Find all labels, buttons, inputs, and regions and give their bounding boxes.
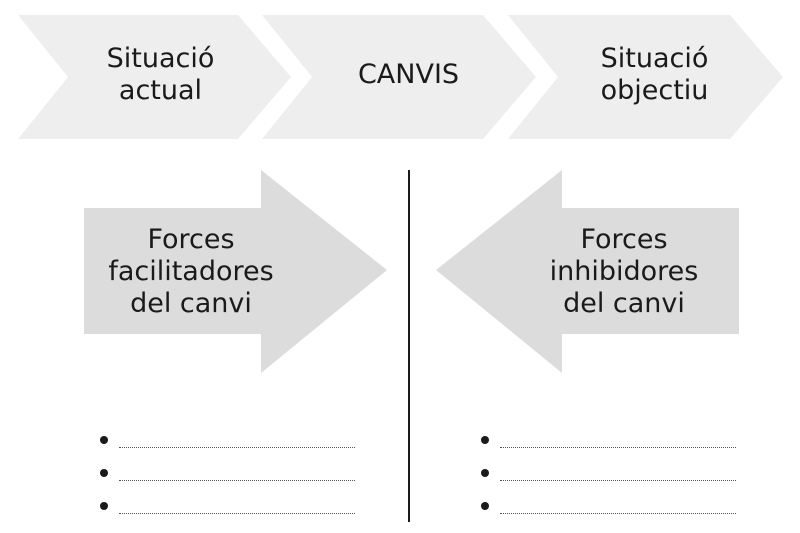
bullet-icon (481, 468, 489, 477)
bullet-icon (100, 501, 108, 510)
force-label-line: Forces (580, 224, 668, 255)
step-label-line: actual (118, 75, 203, 106)
force-label-line: Forces (147, 224, 235, 255)
inhibiting-forces-label: Forces inhibidores del canvi (519, 222, 729, 322)
step-label-line: Situació (600, 43, 709, 74)
arrow-inhibiting-forces (436, 170, 739, 373)
dotted-blank-line (119, 437, 355, 448)
step-label-line: Situació (106, 43, 215, 74)
dotted-blank-line (119, 503, 355, 514)
arrow-facilitating-forces (84, 170, 387, 373)
chevron-step-changes (262, 15, 536, 139)
force-label-line: del canvi (563, 288, 685, 319)
bullet-icon (481, 435, 489, 444)
list-item (481, 423, 736, 456)
list-item (100, 456, 355, 489)
list-item (481, 456, 736, 489)
step-label-changes: CANVIS (312, 40, 505, 110)
facilitating-forces-list (100, 423, 355, 522)
list-item (100, 423, 355, 456)
step-label-line: CANVIS (357, 59, 460, 90)
bullet-icon (100, 435, 108, 444)
dotted-blank-line (500, 503, 736, 514)
bullet-icon (100, 468, 108, 477)
dotted-blank-line (500, 470, 736, 481)
dotted-blank-line (500, 437, 736, 448)
bullet-icon (481, 501, 489, 510)
facilitating-forces-label: Forces facilitadores del canvi (84, 222, 298, 322)
force-label-line: del canvi (130, 288, 252, 319)
step-label-target-situation: Situació objectiu (558, 40, 751, 110)
force-label-line: facilitadores (108, 256, 274, 287)
step-label-line: objectiu (600, 75, 709, 106)
list-item (481, 489, 736, 522)
chevron-step-target-situation (508, 15, 783, 139)
dotted-blank-line (119, 470, 355, 481)
inhibiting-forces-list (481, 423, 736, 522)
chevron-step-current-situation (18, 15, 291, 139)
force-label-line: inhibidores (549, 256, 699, 287)
list-item (100, 489, 355, 522)
step-label-current-situation: Situació actual (68, 40, 253, 110)
